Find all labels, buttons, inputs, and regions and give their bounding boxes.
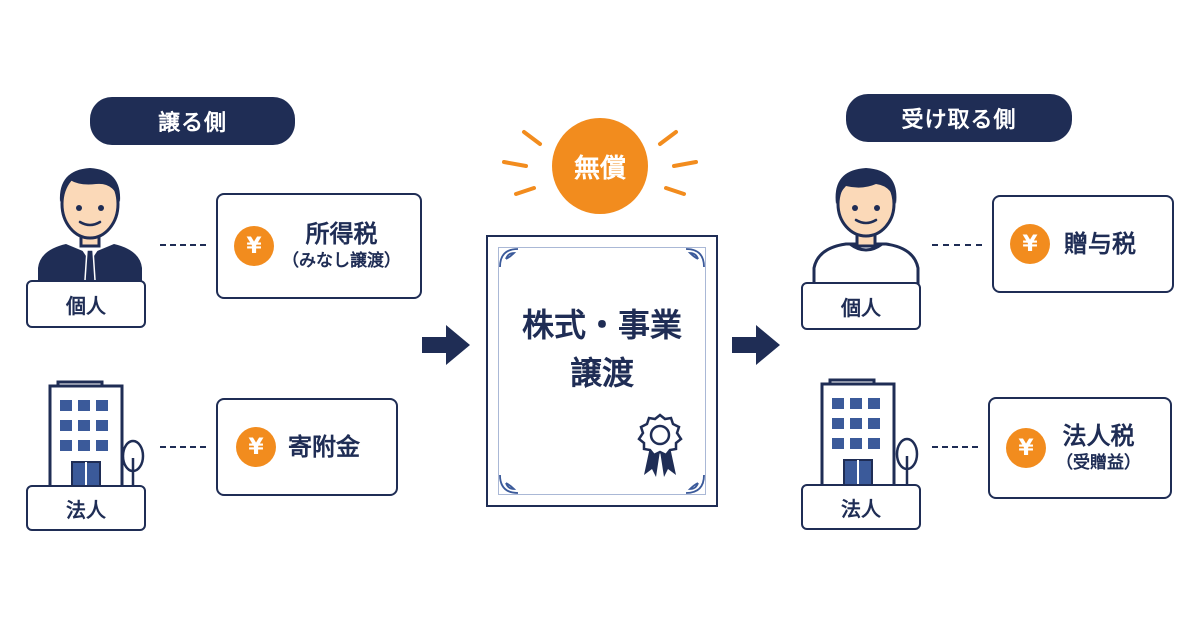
tax-name: 所得税: [305, 220, 378, 248]
receiver-corporation-label: 法人: [801, 484, 921, 530]
tax-name: 法人税: [1062, 422, 1135, 450]
connector-dash: [160, 446, 206, 448]
corner-flourish: [685, 248, 705, 268]
document-title-line1: 株式・事業: [521, 306, 682, 344]
office-building-icon: [48, 380, 124, 488]
casual-person-icon: [812, 168, 920, 284]
burst-lines: [502, 130, 698, 196]
yen-icon: ¥: [1006, 428, 1046, 468]
yen-icon: ¥: [236, 427, 276, 467]
arrow-right-icon: [422, 325, 470, 365]
tax-name: 贈与税: [1064, 230, 1136, 258]
receiver-corporation-tax-box: ¥ 法人税 （受贈益）: [988, 397, 1172, 499]
corner-flourish: [499, 248, 519, 268]
yen-icon: ¥: [234, 226, 274, 266]
arrow-right-icon: [732, 325, 780, 365]
tree-icon: [121, 439, 145, 488]
tax-note: （みなし譲渡）: [282, 251, 401, 271]
connector-dash: [932, 244, 982, 246]
giver-corporation-label: 法人: [26, 485, 146, 531]
tax-name: 寄附金: [288, 433, 360, 461]
connector-dash: [932, 446, 978, 448]
corner-flourish: [499, 474, 519, 494]
free-of-charge-badge: 無償: [552, 118, 648, 214]
ribbon-badge-icon: [637, 413, 683, 477]
corner-flourish: [685, 474, 705, 494]
giver-corporation-tax-box: ¥ 寄附金: [216, 398, 398, 496]
giver-individual-tax-box: ¥ 所得税 （みなし譲渡）: [216, 193, 422, 299]
yen-icon: ¥: [1010, 224, 1050, 264]
giver-heading: 譲る側: [90, 97, 295, 145]
receiver-individual-tax-box: ¥ 贈与税: [992, 195, 1174, 293]
giver-individual-label: 個人: [26, 280, 146, 328]
receiver-individual-label: 個人: [801, 282, 921, 330]
receiver-heading: 受け取る側: [846, 94, 1072, 142]
office-building-icon: [820, 378, 896, 486]
businessman-icon: [38, 168, 142, 286]
connector-dash: [160, 244, 206, 246]
tree-icon: [895, 437, 919, 486]
document-title-line2: 譲渡: [569, 354, 634, 392]
tax-note: （受贈益）: [1056, 453, 1141, 473]
transfer-document: 株式・事業 譲渡: [486, 235, 718, 507]
